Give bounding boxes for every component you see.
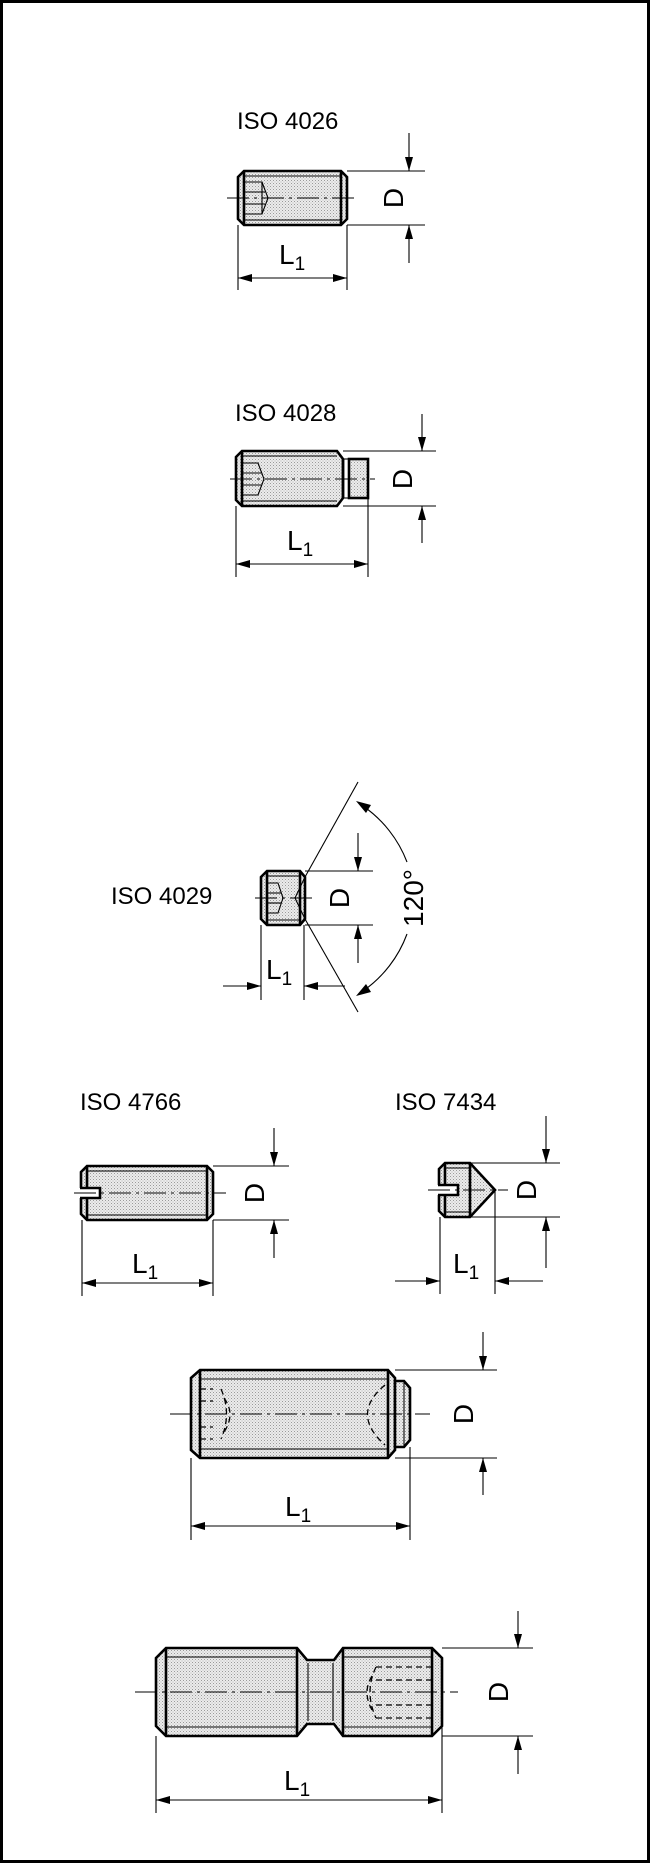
dimension-d: D xyxy=(347,133,425,263)
dimension-d: D xyxy=(343,414,436,543)
view-necked-stud: D L1 xyxy=(135,1611,533,1813)
dimension-l1: L1 xyxy=(155,1726,443,1813)
dimension-l1: L1 xyxy=(235,498,369,577)
view-iso-4026: ISO 4026 D xyxy=(227,108,425,290)
stud-body xyxy=(154,1646,444,1738)
length-label: L1 xyxy=(453,1248,479,1284)
diameter-label: D xyxy=(387,469,418,489)
angle-label: 120° xyxy=(398,869,429,927)
dimension-d: D xyxy=(442,1611,533,1774)
view-iso-4028: ISO 4028 D xyxy=(230,400,436,577)
standard-label: ISO 4766 xyxy=(80,1089,181,1116)
length-label: L1 xyxy=(266,954,292,990)
length-label: L1 xyxy=(284,1765,310,1801)
dimension-l1: L1 xyxy=(190,1447,411,1540)
screw-body xyxy=(234,449,370,508)
diameter-label: D xyxy=(448,1404,479,1424)
view-iso-4029: ISO 4029 120° xyxy=(111,781,429,1013)
length-label: L1 xyxy=(132,1248,158,1284)
dimension-l1: L1 xyxy=(223,925,345,1000)
diameter-label: D xyxy=(511,1180,542,1200)
standard-label: ISO 7434 xyxy=(395,1089,496,1116)
view-iso-7434: ISO 7434 D L1 xyxy=(395,1089,560,1294)
dimension-d: D xyxy=(395,1332,497,1495)
diameter-label: D xyxy=(239,1183,270,1203)
dimension-d: D xyxy=(305,833,373,963)
dimension-l1: L1 xyxy=(81,1220,214,1296)
screw-body xyxy=(236,169,349,227)
standard-label: ISO 4028 xyxy=(235,400,336,427)
dimension-d: D xyxy=(470,1116,560,1268)
diameter-label: D xyxy=(324,888,355,908)
diameter-label: D xyxy=(483,1682,514,1702)
length-label: L1 xyxy=(285,1491,311,1527)
dimension-l1: L1 xyxy=(237,225,348,290)
length-label: L1 xyxy=(279,239,305,275)
view-iso-4766: ISO 4766 D L1 xyxy=(74,1089,289,1296)
dimension-l1: L1 xyxy=(395,1190,543,1294)
standard-label: ISO 4026 xyxy=(237,108,338,135)
dimension-d: D xyxy=(213,1128,289,1258)
standard-label: ISO 4029 xyxy=(111,883,212,910)
length-label: L1 xyxy=(287,525,313,561)
view-stepped-end-screw: D L1 xyxy=(170,1332,497,1540)
dimension-angle: 120° xyxy=(304,781,429,1013)
diameter-label: D xyxy=(378,188,409,208)
